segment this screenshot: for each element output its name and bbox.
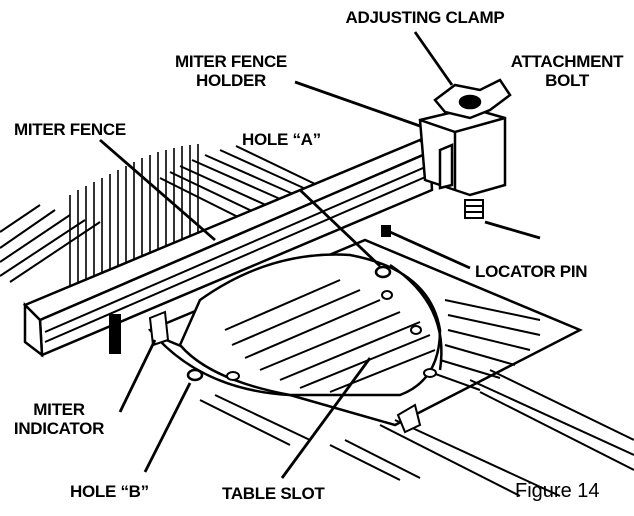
miter-fence-bar xyxy=(22,138,434,358)
attachment-bolt-part xyxy=(464,199,484,219)
label-attachment-bolt-line2: BOLT xyxy=(545,71,589,90)
figure-caption: Figure 14 xyxy=(515,480,600,502)
miter-fence-holder xyxy=(418,106,507,197)
adjusting-clamp-knob xyxy=(433,78,512,120)
table-hatching-fence-ribs xyxy=(69,144,199,300)
fence-end-cap xyxy=(109,314,121,354)
plate-slots xyxy=(429,299,541,391)
label-miter-fence-holder: MITER FENCE HOLDER xyxy=(166,52,296,90)
locator-pin-part xyxy=(381,225,391,237)
label-locator-pin: LOCATOR PIN xyxy=(475,262,588,281)
label-hole-a: HOLE “A” xyxy=(242,130,321,149)
turntable-disc xyxy=(178,253,443,397)
miter-indicator-part xyxy=(148,310,170,347)
label-miter-indicator: MITER INDICATOR xyxy=(0,400,118,438)
label-miter-fence-holder-line2: HOLDER xyxy=(196,71,266,90)
label-miter-indicator-line1: MITER xyxy=(33,400,85,419)
turntable-slots xyxy=(224,279,436,393)
label-hole-b: HOLE “B” xyxy=(70,482,149,501)
label-attachment-bolt: ATTACHMENT BOLT xyxy=(505,52,629,90)
hole-a-circle xyxy=(374,265,392,279)
slot-clip xyxy=(396,403,422,434)
leader-lines xyxy=(99,31,541,479)
label-adjusting-clamp: ADJUSTING CLAMP xyxy=(345,8,505,27)
label-table-slot: TABLE SLOT xyxy=(222,484,325,503)
label-miter-fence-holder-line1: MITER FENCE xyxy=(175,52,287,71)
table-slot-rails xyxy=(199,369,634,497)
hole-b-circle xyxy=(186,368,204,382)
plate-screws xyxy=(226,290,437,381)
table-hatching-left xyxy=(0,204,101,283)
label-attachment-bolt-line1: ATTACHMENT xyxy=(510,52,624,71)
label-miter-fence: MITER FENCE xyxy=(14,120,126,139)
label-miter-indicator-line2: INDICATOR xyxy=(13,419,105,438)
